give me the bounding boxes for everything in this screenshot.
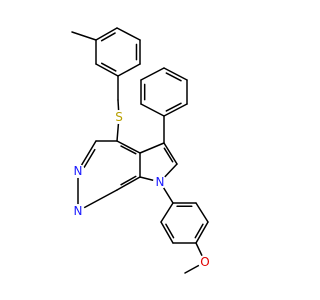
nitrogen-atom-pyrrole: N [153, 175, 167, 189]
double-bond-inner-p1-p2 [165, 102, 182, 112]
double-bond-inner-q5-q6 [165, 223, 175, 239]
sulfur-atom: S [112, 110, 126, 124]
bond-q2-q3 [195, 202, 209, 223]
nitrogen-label-bottom: N [74, 204, 83, 218]
bond-p1-p2 [163, 103, 188, 117]
sulfur-label: S [115, 110, 123, 124]
nitrogen-atom-bottom: N [71, 204, 85, 218]
nitrogen-atom-top: N [71, 164, 85, 178]
bond-p6-p1 [140, 103, 165, 117]
oxygen-atom: O [198, 255, 212, 269]
bond-p4-p5 [140, 67, 165, 81]
double-bond-inner-c4-c4a [120, 145, 137, 155]
double-bond-inner-c7a-c1 [120, 175, 137, 186]
bond-a5-a6 [95, 63, 119, 77]
bond-c4-c4a [116, 140, 141, 154]
double-bond-inner-c5-c6 [163, 147, 174, 163]
bond-c4a-c5 [139, 142, 165, 154]
bond-c1-n1 [77, 189, 118, 212]
bond-q6-q1 [160, 202, 174, 223]
atom-label-layer: S N N N O [71, 110, 212, 269]
oxygen-label: O [200, 255, 209, 269]
bond-a1-a2 [95, 27, 118, 41]
bond-me-a1 [71, 31, 97, 41]
bond-p3-p4 [163, 67, 188, 81]
bond-c5-c6 [163, 142, 178, 165]
double-bond-inner-p3-p4 [165, 72, 182, 82]
nitrogen-label-top: N [74, 164, 83, 178]
double-bond-inner-a5-a6 [100, 62, 117, 72]
bond-a4-a5 [117, 63, 141, 77]
bond-q3-q4 [195, 221, 209, 244]
nitrogen-label-pyrrole: N [156, 175, 165, 189]
bond-a2-a3 [116, 27, 141, 41]
bond-layer [71, 27, 209, 274]
double-bond-inner-n3-c2 [82, 148, 96, 170]
bond-q5-q6 [160, 221, 174, 244]
bond-c7a-c1 [116, 176, 141, 191]
molecule-diagram: S N N N O [71, 27, 212, 274]
double-bond-inner-q3-q4 [194, 223, 204, 239]
double-bond-inner-a1-a2 [100, 32, 116, 42]
